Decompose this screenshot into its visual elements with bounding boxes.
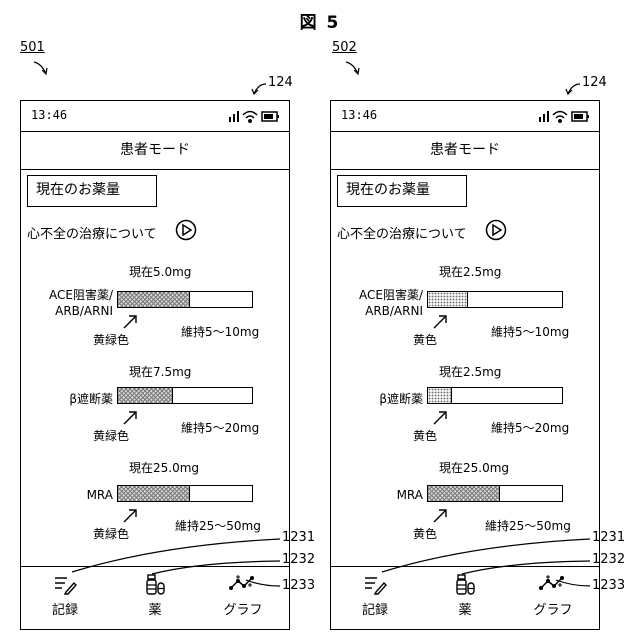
dose-bar-fill xyxy=(428,292,468,307)
arrow-icon xyxy=(431,505,451,525)
drug-name: MRA xyxy=(25,487,113,503)
nav-graph-label: グラフ xyxy=(523,599,583,618)
ref-1231-left: 1231 xyxy=(282,530,315,545)
signal-icon xyxy=(229,111,239,122)
battery-icon xyxy=(262,112,279,121)
figure-title: 図 5 xyxy=(0,8,640,33)
dose-bar xyxy=(427,387,563,404)
dose-bar-fill xyxy=(118,486,190,501)
current-medication-button[interactable]: 現在のお薬量 xyxy=(27,175,157,207)
treatment-info-link[interactable]: 心不全の治療について xyxy=(337,223,467,242)
header-title: 患者モード xyxy=(21,131,289,170)
current-medication-button[interactable]: 現在のお薬量 xyxy=(337,175,467,207)
ref-1232-left: 1232 xyxy=(282,552,315,567)
color-label: 黄色 xyxy=(413,331,437,348)
medicine-icon xyxy=(142,573,168,595)
nav-medicine-label: 薬 xyxy=(435,599,495,618)
nav-record[interactable]: 記録 xyxy=(35,573,95,618)
color-label: 黄色 xyxy=(413,525,437,542)
phone-screen-501: 13:46 患者モード 現在のお薬量 心不全の治療について 現在5.0mg AC… xyxy=(20,100,290,630)
maintenance-dose: 維持25～50mg xyxy=(485,517,571,534)
maintenance-dose: 維持5～20mg xyxy=(181,419,259,436)
drug-current-dose: 現在25.0mg xyxy=(129,459,199,476)
nav-medicine[interactable]: 薬 xyxy=(435,573,495,618)
nav-record[interactable]: 記録 xyxy=(345,573,405,618)
device-ref-left: 124 xyxy=(268,75,293,90)
arrow-icon xyxy=(431,407,451,427)
dose-bar-fill xyxy=(118,292,190,307)
maintenance-dose: 維持5～20mg xyxy=(491,419,569,436)
phone-screen-502: 13:46 患者モード 現在のお薬量 心不全の治療について 現在2.5mg AC… xyxy=(330,100,600,630)
status-icons xyxy=(539,108,591,124)
ref-1233-left: 1233 xyxy=(282,578,315,593)
drug-name: β遮断薬 xyxy=(25,391,113,407)
status-time: 13:46 xyxy=(341,108,377,122)
bottom-nav: 記録 薬 グラフ xyxy=(21,566,289,629)
drug-current-dose: 現在25.0mg xyxy=(439,459,509,476)
medicine-icon xyxy=(452,573,478,595)
drug-current-dose: 現在5.0mg xyxy=(129,263,191,280)
maintenance-dose: 維持5～10mg xyxy=(491,323,569,340)
dose-bar-fill xyxy=(118,388,173,403)
color-label: 黄色 xyxy=(413,427,437,444)
arrow-icon xyxy=(431,311,451,331)
status-icons xyxy=(229,108,281,124)
color-label: 黄緑色 xyxy=(93,525,129,542)
record-icon xyxy=(362,573,388,595)
graph-icon xyxy=(538,573,568,595)
battery-icon xyxy=(572,112,589,121)
play-icon[interactable] xyxy=(485,219,507,241)
wifi-icon xyxy=(243,112,257,123)
maintenance-dose: 維持25～50mg xyxy=(175,517,261,534)
drug-name: ACE阻害薬/ARB/ARNI xyxy=(335,287,423,319)
arrow-icon xyxy=(121,311,141,331)
nav-record-label: 記録 xyxy=(35,599,95,618)
treatment-info-link[interactable]: 心不全の治療について xyxy=(27,223,157,242)
status-bar: 13:46 xyxy=(331,101,599,132)
graph-icon xyxy=(228,573,258,595)
ref-1231-right: 1231 xyxy=(592,530,625,545)
wifi-icon xyxy=(553,112,567,123)
status-time: 13:46 xyxy=(31,108,67,122)
color-label: 黄緑色 xyxy=(93,331,129,348)
color-label: 黄緑色 xyxy=(93,427,129,444)
header-title: 患者モード xyxy=(331,131,599,170)
dose-bar xyxy=(427,291,563,308)
screen-ref-502: 502 xyxy=(332,40,357,55)
nav-graph[interactable]: グラフ xyxy=(523,573,583,618)
dose-bar-fill xyxy=(428,388,452,403)
drug-current-dose: 現在7.5mg xyxy=(129,363,191,380)
dose-bar-fill xyxy=(428,486,500,501)
drug-name: ACE阻害薬/ARB/ARNI xyxy=(25,287,113,319)
nav-graph-label: グラフ xyxy=(213,599,273,618)
ref-1233-right: 1233 xyxy=(592,578,625,593)
status-bar: 13:46 xyxy=(21,101,289,132)
nav-graph[interactable]: グラフ xyxy=(213,573,273,618)
signal-icon xyxy=(539,111,549,122)
screen-ref-501: 501 xyxy=(20,40,45,55)
nav-medicine-label: 薬 xyxy=(125,599,185,618)
drug-current-dose: 現在2.5mg xyxy=(439,363,501,380)
dose-bar xyxy=(117,485,253,502)
nav-record-label: 記録 xyxy=(345,599,405,618)
drug-name: MRA xyxy=(335,487,423,503)
play-icon[interactable] xyxy=(175,219,197,241)
arrow-icon xyxy=(121,407,141,427)
maintenance-dose: 維持5～10mg xyxy=(181,323,259,340)
drug-name: β遮断薬 xyxy=(335,391,423,407)
bottom-nav: 記録 薬 グラフ xyxy=(331,566,599,629)
dose-bar xyxy=(427,485,563,502)
drug-current-dose: 現在2.5mg xyxy=(439,263,501,280)
record-icon xyxy=(52,573,78,595)
ref-1232-right: 1232 xyxy=(592,552,625,567)
dose-bar xyxy=(117,387,253,404)
arrow-icon xyxy=(121,505,141,525)
nav-medicine[interactable]: 薬 xyxy=(125,573,185,618)
device-ref-right: 124 xyxy=(582,75,607,90)
dose-bar xyxy=(117,291,253,308)
